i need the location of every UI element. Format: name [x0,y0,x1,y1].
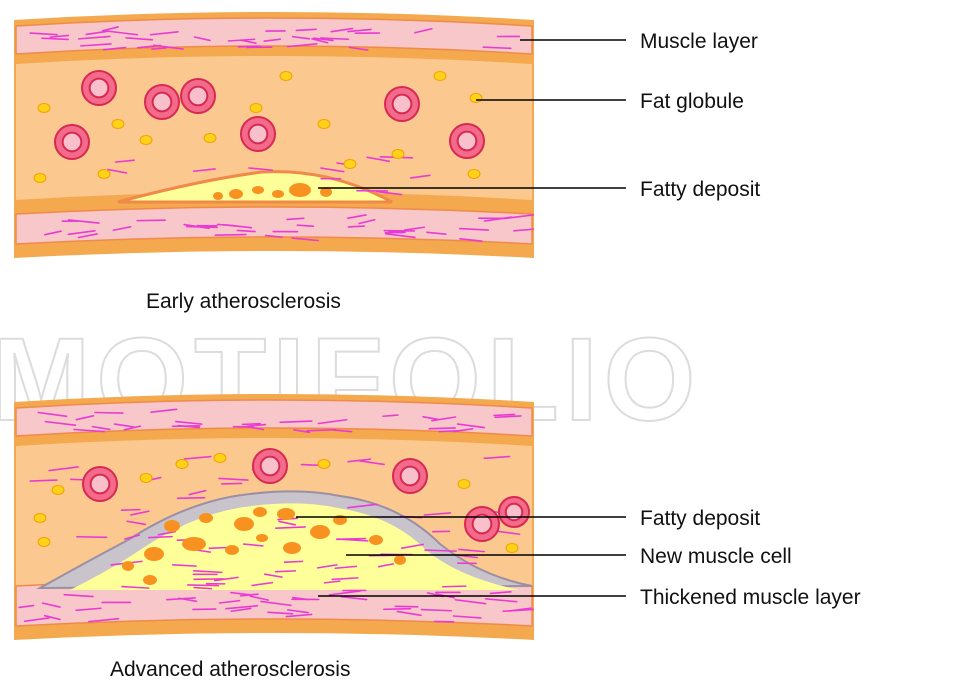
deposit-globule [283,542,301,554]
deposit-globule [289,183,311,197]
red-blood-cell-center [63,133,82,152]
fat-globule [38,104,50,113]
caption-early: Early atherosclerosis [146,290,341,313]
deposit-globule [234,517,254,531]
red-blood-cell-center [153,93,172,112]
muscle-fiber [425,550,456,551]
muscle-fiber [222,483,242,484]
fat-globule [140,474,152,483]
red-blood-cell-center [90,79,109,98]
fat-globule [34,514,46,523]
muscle-fiber [429,428,455,429]
muscle-fiber [285,561,303,562]
fat-globule [470,94,482,103]
fat-globule [214,454,226,463]
label-fatty-deposit-early: Fatty deposit [640,178,760,201]
fat-globule [318,120,330,129]
muscle-fiber [307,430,335,431]
fat-globule [112,120,124,129]
deposit-globule [144,547,164,561]
fat-globule [140,136,152,145]
deposit-globule [369,535,383,545]
muscle-fiber [243,424,261,425]
red-blood-cell-center [458,132,477,151]
fat-globule [52,486,64,495]
fat-globule [392,150,404,159]
muscle-fiber [194,588,211,589]
deposit-globule [277,508,295,520]
deposit-globule [253,507,267,517]
fat-globule [458,480,470,489]
muscle-fiber [187,227,218,228]
label-new-muscle-cell: New muscle cell [640,545,792,568]
early-vessel [14,12,536,258]
deposit-globule [256,534,268,542]
label-muscle-layer: Muscle layer [640,30,758,53]
muscle-fiber [238,230,256,231]
fat-globule [98,170,110,179]
red-blood-cell-center [393,95,412,114]
deposit-globule [394,555,406,565]
fat-globule [468,170,480,179]
deposit-globule [182,537,206,551]
fat-globule [38,538,50,547]
red-blood-cell-center [506,504,523,521]
muscle-fiber [149,537,172,538]
muscle-fiber [443,586,466,587]
deposit-globule [252,186,264,194]
deposit-globule [122,561,134,571]
fat-globule [434,72,446,81]
muscle-fiber [384,609,411,610]
fat-globule [250,104,262,113]
fat-globule [34,174,46,183]
muscle-fiber [30,480,57,481]
deposit-globule [225,545,239,555]
red-blood-cell-center [261,457,280,476]
fat-globule [506,544,518,553]
fat-globule [176,460,188,469]
muscle-fiber [77,537,107,538]
muscle-fiber [422,610,452,611]
deposit-globule [213,192,223,200]
fat-globule [318,460,330,469]
deposit-globule [199,513,213,523]
muscle-fiber [483,47,510,48]
deposit-globule [310,525,330,539]
deposit-globule [229,189,243,199]
muscle-fiber [439,431,457,432]
muscle-fiber [121,510,139,511]
muscle-fiber [152,48,166,49]
muscle-fiber [188,585,219,586]
fat-globule [280,72,292,81]
red-blood-cell-center [401,467,420,486]
muscle-fiber [296,29,316,30]
red-blood-cell-center [189,87,208,106]
label-thickened-muscle-layer: Thickened muscle layer [640,586,861,609]
red-blood-cell-center [91,475,110,494]
label-fatty-deposit-advanced: Fatty deposit [640,507,760,530]
muscle-fiber [494,414,514,415]
red-blood-cell-center [249,125,268,144]
muscle-fiber [215,235,246,236]
fat-globule [344,160,356,169]
muscle-fiber [95,413,123,414]
label-fat-globule: Fat globule [640,90,744,113]
fat-globule [204,134,216,143]
muscle-fiber [178,498,205,499]
caption-advanced: Advanced atherosclerosis [110,658,350,681]
muscle-fiber [297,225,313,226]
deposit-globule [164,520,180,532]
deposit-globule [143,575,157,585]
deposit-globule [272,190,284,198]
muscle-fiber [349,226,365,227]
muscle-fiber [276,571,296,572]
